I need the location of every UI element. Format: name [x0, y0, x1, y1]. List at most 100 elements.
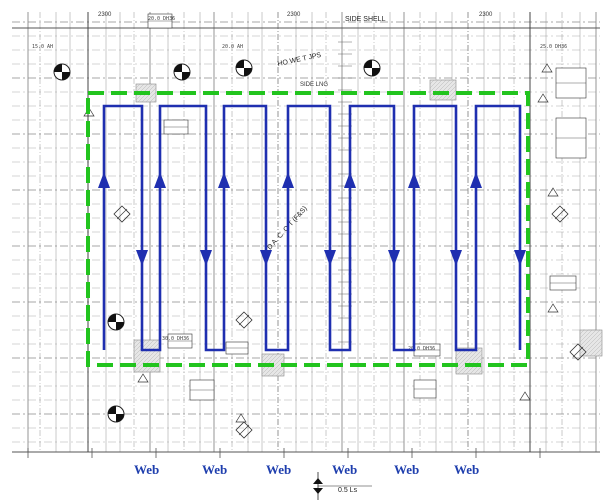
- hatch-line: [279, 371, 285, 377]
- tag-2: 20.0 AH: [222, 44, 243, 50]
- marker-quadrant: [108, 406, 116, 414]
- hatch-line: [133, 339, 159, 365]
- marker-quadrant: [236, 60, 244, 68]
- structural-grid: [12, 12, 600, 458]
- dimension-arrow-down: [313, 488, 323, 494]
- tag-1: 20.0 DH36: [148, 16, 175, 22]
- side-lng-label: SIDE LNG: [300, 82, 328, 88]
- marker-quadrant: [174, 64, 182, 72]
- hatch-line: [267, 359, 285, 377]
- dimension-arrow-up: [313, 478, 323, 484]
- path-line: [102, 104, 522, 352]
- hatch-line: [455, 347, 477, 369]
- hatch-line: [455, 347, 481, 373]
- tag-5: 30.0 DH36: [162, 336, 189, 342]
- marker-quadrant: [364, 60, 372, 68]
- hatch-line: [261, 353, 271, 363]
- triangle-symbol: [137, 373, 149, 383]
- arrow-down: [450, 250, 462, 266]
- hatch-line: [137, 349, 161, 373]
- hatch-line: [429, 79, 447, 97]
- boundary-rectangle: [86, 91, 530, 367]
- hatch-line: [579, 329, 589, 339]
- arrow-up: [218, 172, 230, 188]
- hatch-line: [433, 79, 455, 101]
- diamond-symbol: [551, 205, 569, 223]
- hatch-line: [157, 369, 161, 373]
- web-label-4: Web: [332, 462, 358, 477]
- hatch-line: [589, 343, 603, 357]
- marker-quadrant: [116, 322, 124, 330]
- hatch-line: [579, 331, 603, 355]
- diamond-slash: [554, 208, 566, 220]
- arrow-up: [154, 172, 166, 188]
- seam-label: HO WE T JPS: [277, 52, 322, 68]
- side-shell-label: SIDE SHELL: [345, 16, 386, 23]
- hatch-line: [477, 369, 483, 375]
- web-label-2: Web: [202, 462, 228, 477]
- marker-quadrant: [244, 68, 252, 76]
- triangle-symbol: [547, 303, 559, 313]
- hatch-line: [579, 329, 593, 343]
- hatch-line: [135, 83, 141, 89]
- tag-3: 25.0 DH36: [540, 44, 567, 50]
- diamond-symbol: [235, 311, 253, 329]
- hatch-line: [153, 99, 157, 103]
- marker-quadrant: [116, 414, 124, 422]
- diamond-slash: [238, 314, 250, 326]
- arrow-down: [388, 250, 400, 266]
- arrow-up: [408, 172, 420, 188]
- tag-4: 15.0 AH: [32, 44, 53, 50]
- serpentine-path: [98, 104, 526, 352]
- hatch-line: [429, 79, 443, 93]
- hatch-line: [133, 339, 143, 349]
- diamond-slash: [572, 346, 584, 358]
- hatch-line: [473, 365, 483, 375]
- bottom-dimension: 0.5 Ls: [338, 487, 358, 494]
- marker-quadrant: [54, 64, 62, 72]
- hatch-line: [261, 353, 279, 371]
- web-label-5: Web: [394, 462, 420, 477]
- dim-right: 2300: [479, 12, 493, 18]
- hatch-line: [275, 367, 285, 377]
- diamond-slash: [116, 208, 128, 220]
- hatch-line: [149, 95, 157, 103]
- marker-quadrant: [108, 314, 116, 322]
- diamond-slash: [238, 424, 250, 436]
- diamond-symbol: [235, 421, 253, 439]
- hatch-line: [429, 79, 451, 101]
- hatch-line: [445, 89, 457, 101]
- arrow-up: [470, 172, 482, 188]
- triangle-symbol: [235, 413, 247, 423]
- hatch-box: [455, 347, 483, 375]
- arrow-down: [514, 250, 526, 266]
- hatch-line: [145, 91, 157, 103]
- arrow-down: [200, 250, 212, 266]
- arrow-up: [344, 172, 356, 188]
- hatch-line: [579, 329, 585, 335]
- hatch-line: [593, 347, 603, 357]
- marker-quadrant: [372, 68, 380, 76]
- diamond-symbol: [569, 343, 587, 361]
- hatch-line: [579, 329, 601, 351]
- hatch-line: [429, 79, 439, 89]
- marker-quadrant: [62, 72, 70, 80]
- hatch-line: [429, 79, 435, 85]
- hatch-line: [457, 349, 483, 375]
- hatch-line: [133, 339, 147, 353]
- dim-mid: 2300: [287, 12, 301, 18]
- hatch-line: [597, 351, 603, 357]
- hatch-line: [579, 329, 597, 347]
- arrow-up: [282, 172, 294, 188]
- hatch-line: [135, 83, 145, 93]
- web-label-1: Web: [134, 462, 160, 477]
- hatch-line: [261, 353, 267, 359]
- dim-left: 2300: [98, 12, 112, 18]
- hatch-line: [585, 339, 603, 357]
- hatch-line: [133, 341, 161, 369]
- triangle-symbol: [547, 187, 559, 197]
- web-label-6: Web: [454, 462, 480, 477]
- hatch-line: [133, 339, 139, 345]
- triangle-symbol: [537, 93, 549, 103]
